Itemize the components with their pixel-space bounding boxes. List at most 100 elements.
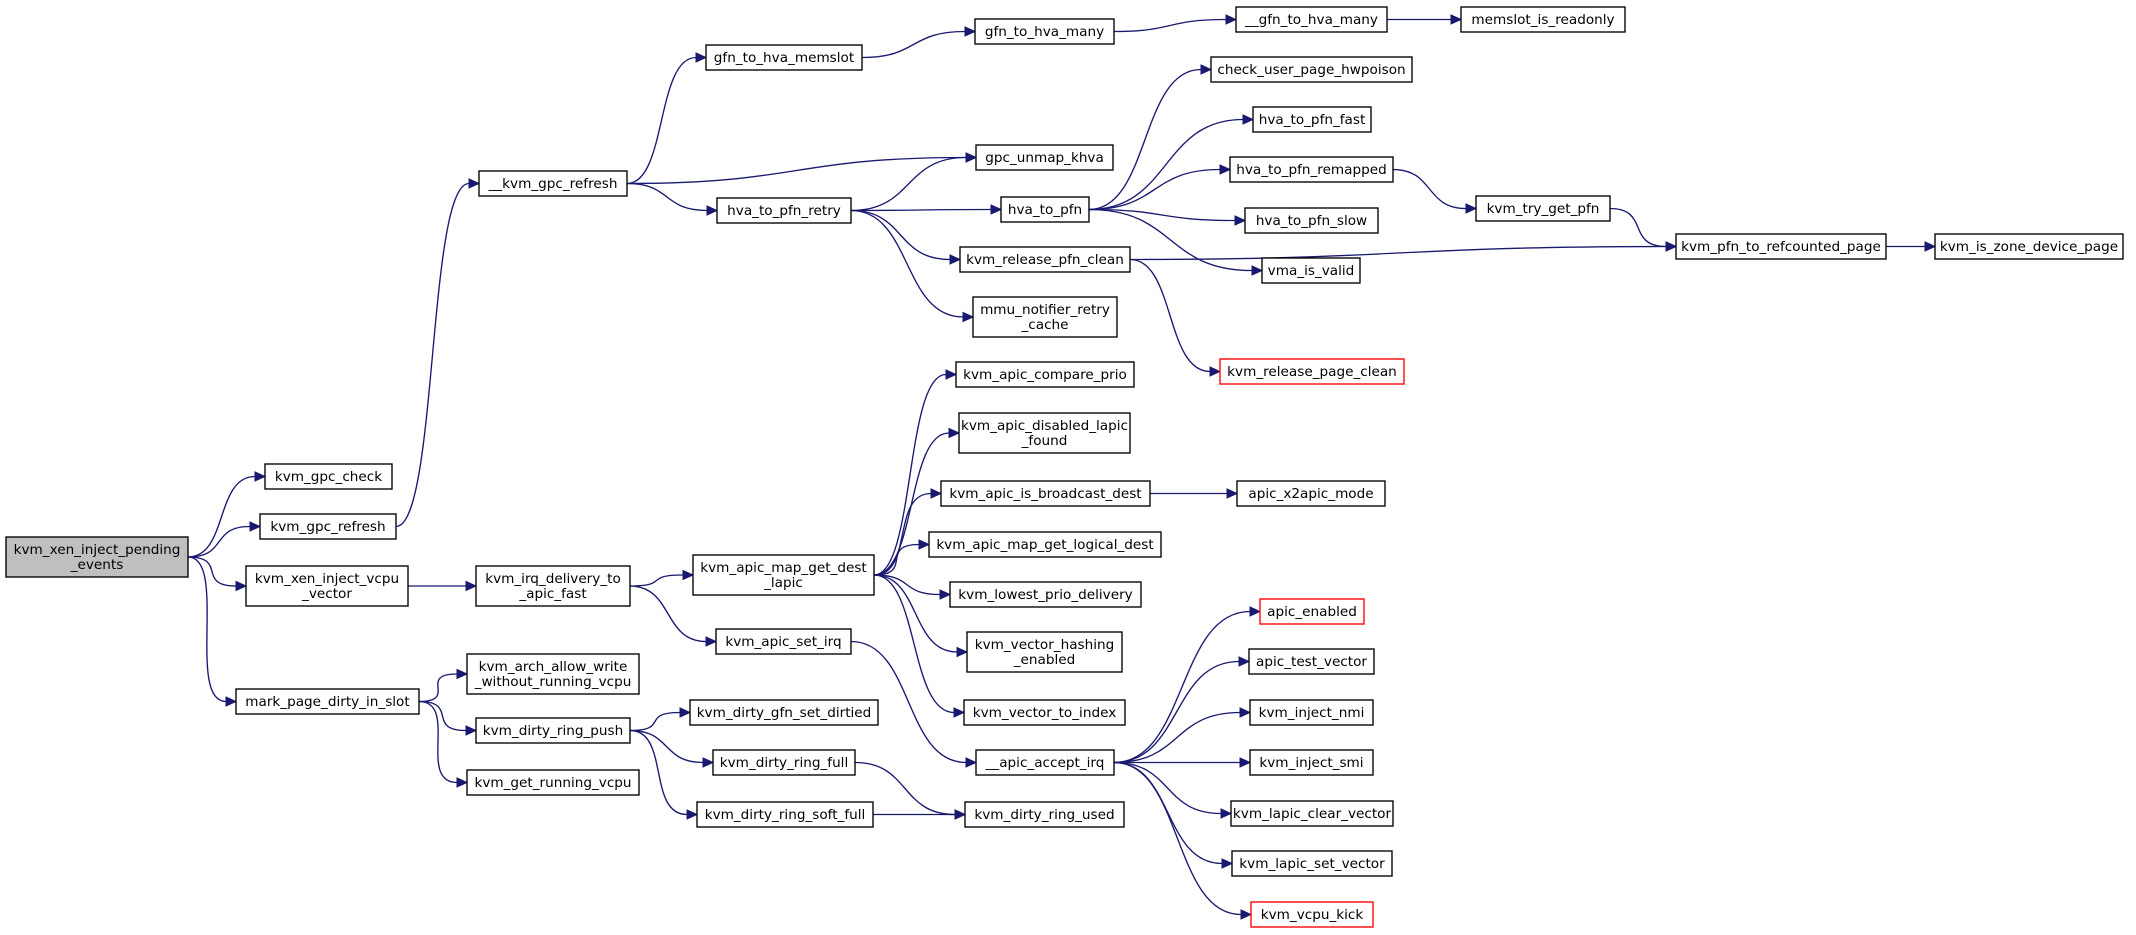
node-mmu_notifier_retry_cache[interactable]: mmu_notifier_retry_cache <box>972 296 1118 338</box>
node-kvm_inject_smi[interactable]: kvm_inject_smi <box>1249 749 1374 776</box>
node-label: gfn_to_hva_many <box>985 24 1104 40</box>
node-check_user_page_hwpoison[interactable]: check_user_page_hwpoison <box>1210 56 1413 83</box>
node-box <box>975 749 1115 776</box>
node-apic_x2apic_mode[interactable]: apic_x2apic_mode <box>1236 480 1386 507</box>
arrowhead <box>954 809 967 820</box>
node-label: kvm_get_running_vcpu <box>474 775 631 791</box>
node-box <box>1210 56 1413 83</box>
arrowhead <box>1249 606 1262 617</box>
node-kvm_inject_nmi[interactable]: kvm_inject_nmi <box>1249 699 1374 726</box>
node-kvm_lapic_set_vector[interactable]: kvm_lapic_set_vector <box>1231 850 1393 877</box>
arrowhead <box>225 696 238 707</box>
node-kvm_dirty_ring_full[interactable]: kvm_dirty_ring_full <box>712 749 856 776</box>
edge-line <box>187 556 227 703</box>
arrowhead <box>1239 757 1252 768</box>
node-kvm_release_page_clean[interactable]: kvm_release_page_clean <box>1219 358 1405 385</box>
node-kvm_lowest_prio_delivery[interactable]: kvm_lowest_prio_delivery <box>949 581 1142 608</box>
node-hva_to_pfn[interactable]: hva_to_pfn <box>1000 196 1090 223</box>
node-kvm_gpc_check[interactable]: kvm_gpc_check <box>264 463 393 490</box>
node-label: kvm_vector_hashing <box>975 637 1115 653</box>
node-hva_to_pfn_retry[interactable]: hva_to_pfn_retry <box>716 197 852 224</box>
edge-line <box>187 525 251 558</box>
node-kvm_vector_hashing_enabled[interactable]: kvm_vector_hashing_enabled <box>966 631 1123 673</box>
node-kvm_release_pfn_clean[interactable]: kvm_release_pfn_clean <box>959 246 1131 273</box>
node-box <box>1236 480 1386 507</box>
edge-line <box>873 574 955 714</box>
arrowhead <box>1251 265 1264 276</box>
edge-line <box>418 700 458 784</box>
node-kvm_is_zone_device_page[interactable]: kvm_is_zone_device_page <box>1934 233 2124 260</box>
node-hva_to_pfn_remapped[interactable]: hva_to_pfn_remapped <box>1229 156 1394 183</box>
node-label: kvm_vector_to_index <box>973 705 1117 721</box>
arrowhead <box>918 539 931 550</box>
node-box <box>692 554 875 596</box>
node-kvm_apic_is_broadcast_dest[interactable]: kvm_apic_is_broadcast_dest <box>940 480 1151 507</box>
node-box <box>716 197 852 224</box>
node-__apic_accept_irq[interactable]: __apic_accept_irq <box>975 749 1115 776</box>
node-kvm_apic_disabled_lapic_found[interactable]: kvm_apic_disabled_lapic_found <box>958 412 1131 454</box>
edge-line <box>1113 761 1222 815</box>
node-kvm_dirty_ring_used[interactable]: kvm_dirty_ring_used <box>964 801 1125 828</box>
node-kvm_get_running_vcpu[interactable]: kvm_get_running_vcpu <box>466 769 640 796</box>
node-vma_is_valid[interactable]: vma_is_valid <box>1261 257 1361 284</box>
node-box <box>1235 6 1388 33</box>
node-kvm_irq_delivery_to_apic_fast[interactable]: kvm_irq_delivery_to_apic_fast <box>475 565 631 607</box>
edge-line <box>850 209 951 261</box>
node-gfn_to_hva_many[interactable]: gfn_to_hva_many <box>974 18 1115 45</box>
arrowhead <box>465 725 478 736</box>
node-box <box>466 653 640 695</box>
node-kvm_apic_compare_prio[interactable]: kvm_apic_compare_prio <box>955 361 1135 388</box>
node-label: kvm_lapic_set_vector <box>1239 856 1385 872</box>
edge-kvm_dirty_ring_push-to-kvm_dirty_ring_soft_full <box>629 729 699 820</box>
node-__gfn_to_hva_many[interactable]: __gfn_to_hva_many <box>1235 6 1388 33</box>
node-kvm_vector_to_index[interactable]: kvm_vector_to_index <box>963 699 1126 726</box>
edge-kvm_apic_map_get_dest_lapic-to-kvm_apic_map_get_logical_dest <box>873 539 931 576</box>
node-kvm_arch_allow_write_without_running_vcpu[interactable]: kvm_arch_allow_write_without_running_vcp… <box>466 653 640 695</box>
node-kvm_gpc_refresh[interactable]: kvm_gpc_refresh <box>259 513 397 540</box>
node-hva_to_pfn_fast[interactable]: hva_to_pfn_fast <box>1252 106 1372 133</box>
edge-mark_page_dirty_in_slot-to-kvm_arch_allow_write_without_running_vcpu <box>418 668 469 703</box>
node-memslot_is_readonly[interactable]: memslot_is_readonly <box>1460 6 1626 33</box>
arrowhead <box>1234 215 1247 226</box>
node-kvm_dirty_ring_push[interactable]: kvm_dirty_ring_push <box>475 717 631 744</box>
node-kvm_apic_map_get_logical_dest[interactable]: kvm_apic_map_get_logical_dest <box>928 531 1162 558</box>
node-kvm_vcpu_kick[interactable]: kvm_vcpu_kick <box>1250 901 1374 928</box>
edge-kvm_dirty_ring_push-to-kvm_dirty_ring_full <box>629 729 715 768</box>
node-kvm_dirty_gfn_set_dirtied[interactable]: kvm_dirty_gfn_set_dirtied <box>689 699 879 726</box>
arrowhead <box>706 205 719 216</box>
edge-kvm_gpc_refresh-to-__kvm_gpc_refresh <box>395 178 481 528</box>
node-kvm_dirty_ring_soft_full[interactable]: kvm_dirty_ring_soft_full <box>696 801 874 828</box>
node-mark_page_dirty_in_slot[interactable]: mark_page_dirty_in_slot <box>235 688 420 715</box>
node-kvm_apic_set_irq[interactable]: kvm_apic_set_irq <box>715 628 852 655</box>
edge-line <box>1113 660 1240 764</box>
node-box <box>975 144 1114 171</box>
node-box <box>466 769 640 796</box>
node-apic_test_vector[interactable]: apic_test_vector <box>1248 648 1375 675</box>
node-kvm_try_get_pfn[interactable]: kvm_try_get_pfn <box>1475 195 1611 222</box>
node-apic_enabled[interactable]: apic_enabled <box>1259 598 1365 625</box>
arrowhead <box>695 52 708 63</box>
node-__kvm_gpc_refresh[interactable]: __kvm_gpc_refresh <box>478 170 628 197</box>
node-kvm_apic_map_get_dest_lapic[interactable]: kvm_apic_map_get_dest_lapic <box>692 554 875 596</box>
node-gpc_unmap_khva[interactable]: gpc_unmap_khva <box>975 144 1114 171</box>
node-label: kvm_apic_disabled_lapic <box>961 418 1128 434</box>
edge-line <box>1129 258 1211 373</box>
node-gfn_to_hva_memslot[interactable]: gfn_to_hva_memslot <box>705 44 863 71</box>
arrowhead <box>1225 14 1238 25</box>
node-kvm_lapic_clear_vector[interactable]: kvm_lapic_clear_vector <box>1230 800 1394 827</box>
edge-__gfn_to_hva_many-to-memslot_is_readonly <box>1387 14 1463 25</box>
node-kvm_pfn_to_refcounted_page[interactable]: kvm_pfn_to_refcounted_page <box>1675 233 1887 260</box>
node-box <box>245 565 409 607</box>
node-label: kvm_lowest_prio_delivery <box>958 587 1132 603</box>
node-kvm_xen_inject_vcpu_vector[interactable]: kvm_xen_inject_vcpu_vector <box>245 565 409 607</box>
node-box <box>1230 800 1394 827</box>
node-kvm_xen_inject_pending_events[interactable]: kvm_xen_inject_pending_events <box>5 536 189 578</box>
node-label: kvm_inject_smi <box>1259 755 1363 771</box>
node-label: kvm_pfn_to_refcounted_page <box>1681 239 1881 255</box>
node-hva_to_pfn_slow[interactable]: hva_to_pfn_slow <box>1244 207 1379 234</box>
arrowhead <box>254 471 267 482</box>
edge-__apic_accept_irq-to-kvm_lapic_set_vector <box>1113 761 1234 869</box>
arrowhead <box>1221 858 1234 869</box>
node-box <box>1259 598 1365 625</box>
arrowhead <box>1219 164 1232 175</box>
